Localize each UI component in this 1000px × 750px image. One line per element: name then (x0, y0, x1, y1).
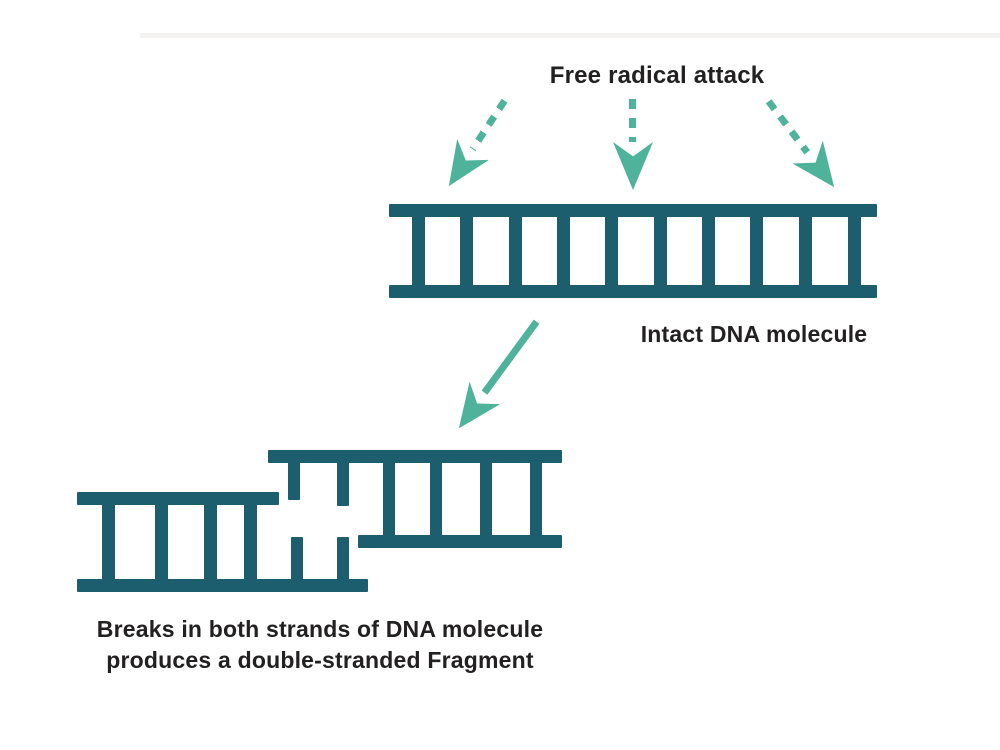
dna-rung (530, 454, 542, 544)
broken-rung-stub (288, 454, 300, 500)
dna-rung (750, 208, 763, 294)
dashed-arrow-shaft (470, 99, 508, 152)
intact-dna-label: Intact DNA molecule (640, 321, 868, 347)
broken-rung-stub (291, 537, 303, 588)
dashed-attack-arrow-left (432, 90, 522, 197)
dna-rung (244, 496, 257, 588)
dna-rung (654, 208, 667, 294)
dna-rung (430, 454, 442, 544)
dna-bottom-rail (77, 579, 368, 592)
dna-rung (155, 496, 168, 588)
broken-rung-stub (337, 454, 349, 506)
background-band (140, 33, 1000, 38)
dna-rung (557, 208, 570, 294)
dna-rung (702, 208, 715, 294)
dashed-attack-arrow-right (753, 89, 850, 199)
arrowhead-icon (444, 382, 501, 440)
caption-line-2: produces a double-stranded Fragment (106, 647, 534, 673)
dna-rung (383, 454, 395, 544)
dna-rung (412, 208, 425, 294)
solid-arrow-shaft (482, 319, 540, 395)
dna-fragment-left (77, 492, 368, 592)
solid-break-arrow (443, 310, 553, 440)
caption-line-1: Breaks in both strands of DNA molecule (96, 616, 544, 642)
dna-rung (848, 208, 861, 294)
dna-rung (102, 496, 115, 588)
arrowhead-icon (613, 142, 653, 190)
dna-fragment-right (268, 450, 562, 548)
dna-rung (460, 208, 473, 294)
dna-rung (204, 496, 217, 588)
dna-rung (509, 208, 522, 294)
broken-rung-stub (337, 537, 349, 588)
dna-top-rail-broken (77, 492, 279, 505)
intact-dna-molecule (389, 204, 877, 298)
dashed-arrow-shaft (629, 99, 637, 142)
dna-top-rail (268, 450, 562, 463)
dna-rung (480, 454, 492, 544)
dna-rung (605, 208, 618, 294)
dashed-arrow-shaft (766, 98, 811, 155)
dna-rung (799, 208, 812, 294)
dashed-attack-arrow-middle (613, 99, 653, 190)
arrowhead-icon (433, 139, 489, 197)
broken-dna-caption: Breaks in both strands of DNA molecule p… (97, 614, 543, 676)
title-free-radical-attack: Free radical attack (549, 62, 765, 89)
dna-bottom-rail-broken (358, 535, 562, 548)
